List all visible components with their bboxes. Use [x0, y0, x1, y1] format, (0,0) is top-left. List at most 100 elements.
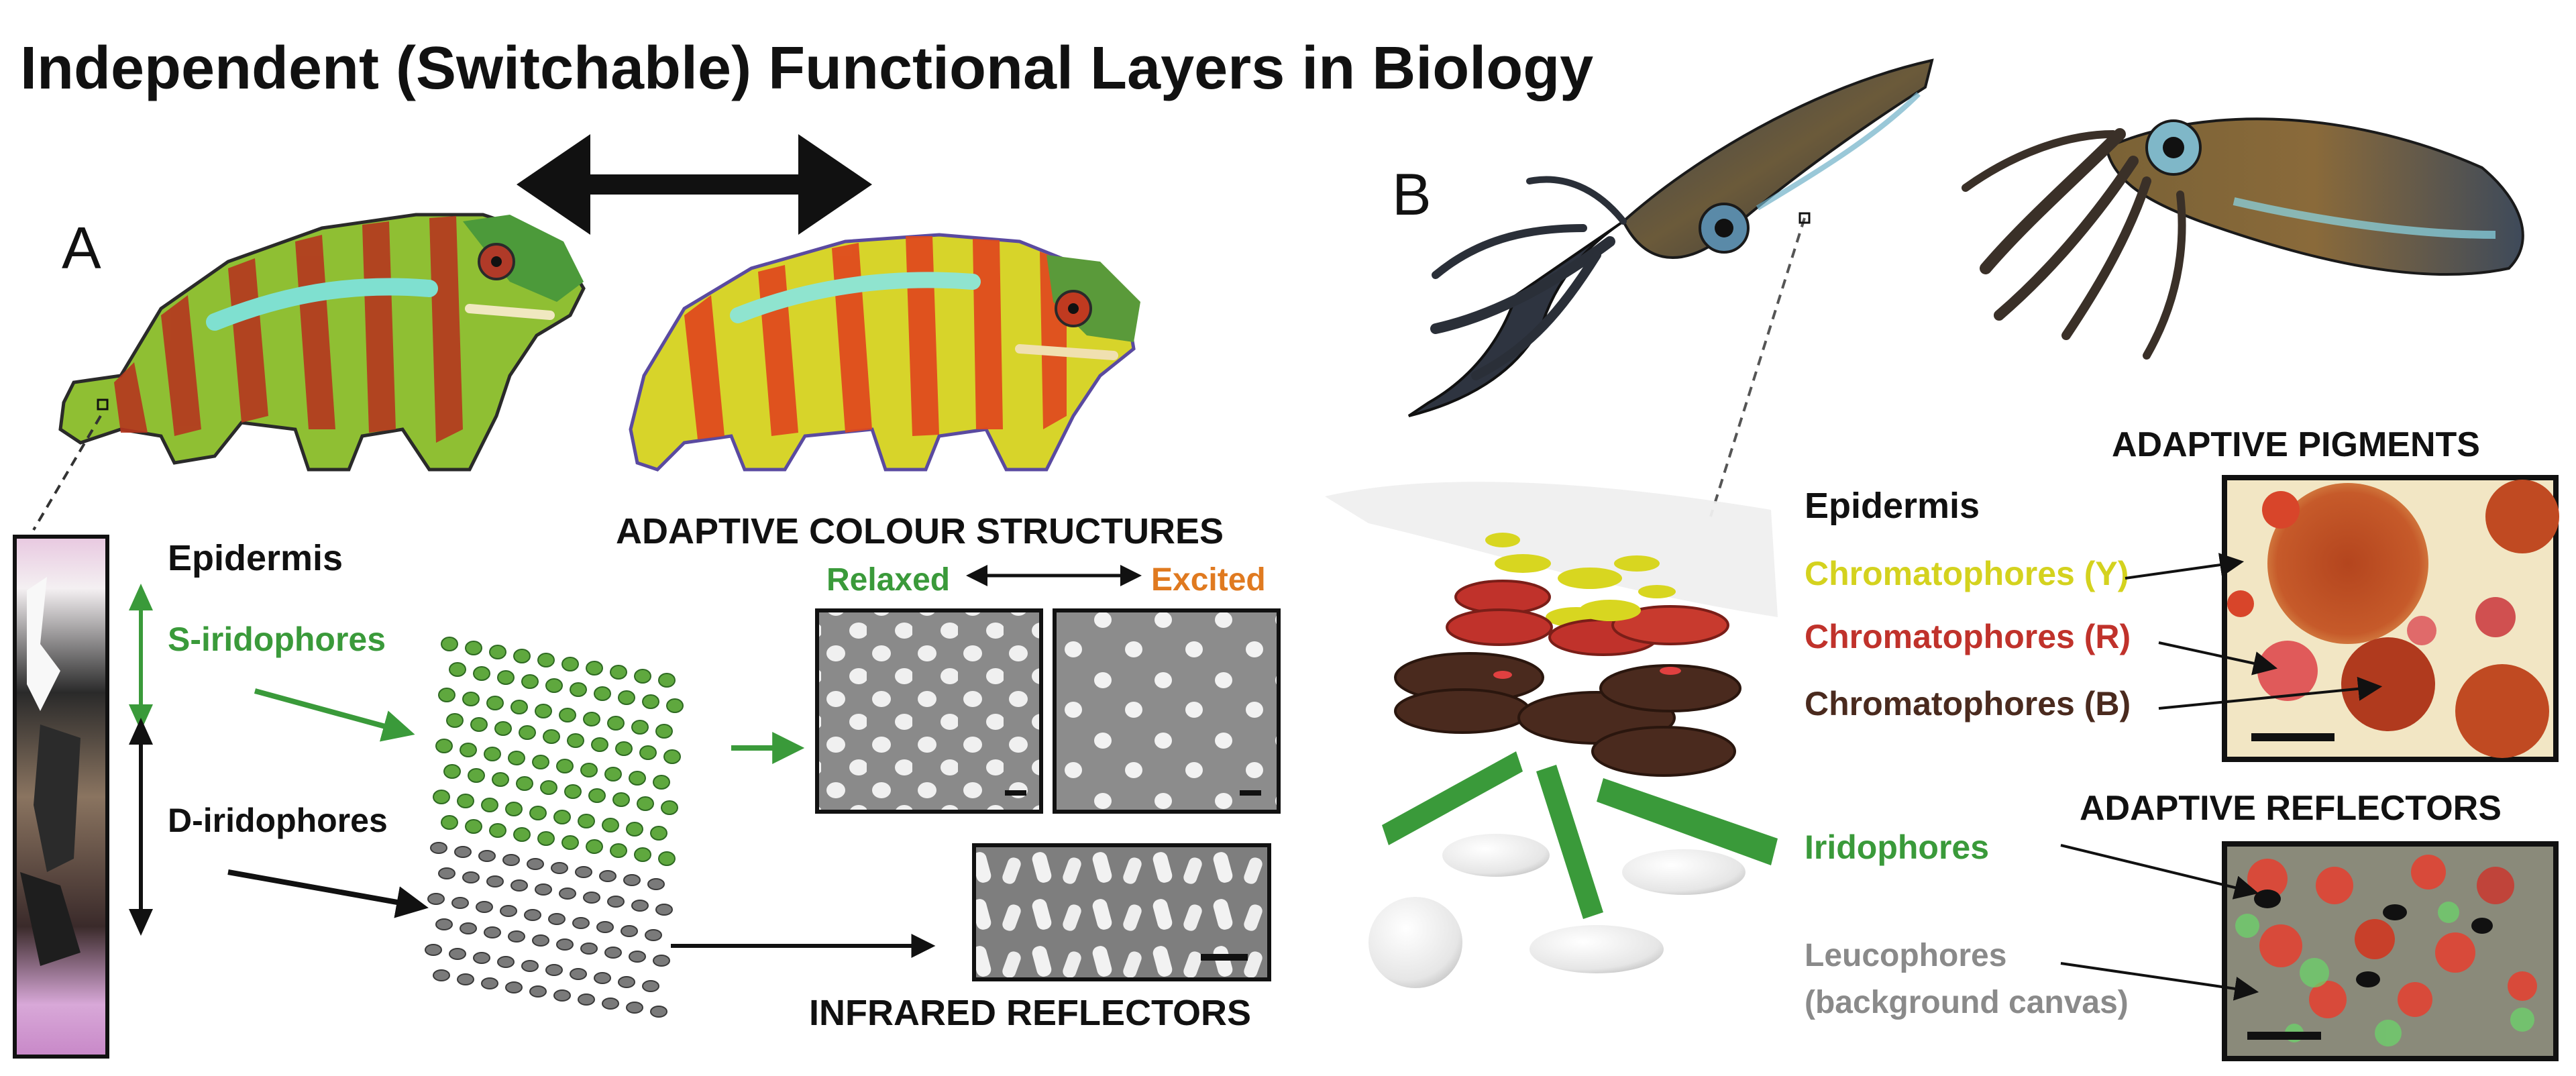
pointer-leucophores [2060, 962, 2259, 1001]
guanine-crystal-large [484, 747, 501, 761]
guanine-crystal-large [489, 645, 506, 659]
guanine-crystal-large [618, 690, 635, 705]
guanine-crystal-large [556, 759, 574, 773]
guanine-crystal-small [454, 846, 472, 858]
sem-excited-image [1053, 608, 1281, 814]
guanine-crystal-small [621, 925, 638, 937]
chromatophores-y-label: Chromatophores (Y) [1805, 555, 2129, 592]
guanine-crystal-large [508, 751, 525, 765]
guanine-crystal-small [502, 854, 520, 866]
zoom-marker-b [1799, 212, 1811, 224]
guanine-crystal-small [642, 980, 659, 992]
scale-bar-ir [1201, 954, 1248, 961]
guanine-crystal-large [583, 712, 600, 727]
guanine-crystal-small [535, 883, 552, 896]
guanine-crystal-small [647, 878, 665, 890]
guanine-crystal-large [570, 682, 587, 697]
guanine-crystal-large [462, 692, 480, 706]
guanine-crystal-small [462, 871, 480, 883]
guanine-crystal-small [653, 955, 670, 967]
guanine-crystal-small [553, 989, 571, 1002]
guanine-crystal-small [629, 951, 646, 963]
pointer-chromatophores-r [2158, 641, 2278, 676]
iridophore-crystal-lattice [425, 637, 684, 1018]
guanine-crystal-small [521, 960, 539, 972]
guanine-crystal-small [551, 862, 568, 874]
guanine-crystal-large [441, 637, 458, 651]
guanine-crystal-large [588, 788, 606, 803]
guanine-crystal-large [594, 686, 611, 701]
guanine-crystal-small [626, 1002, 643, 1014]
guanine-crystal-large [604, 767, 622, 782]
guanine-crystal-small [457, 973, 474, 985]
guanine-crystal-small [481, 977, 498, 989]
skin-histology-strip [13, 535, 109, 1059]
guanine-crystal-large [663, 749, 681, 764]
figure-title: Independent (Switchable) Functional Laye… [20, 35, 1593, 102]
guanine-crystal-large [607, 716, 625, 731]
guanine-crystal-large [650, 826, 667, 841]
guanine-crystal-small [556, 938, 574, 951]
guanine-crystal-large [537, 831, 555, 846]
panel-b-letter: B [1392, 161, 1432, 227]
guanine-crystal-small [594, 972, 611, 984]
scale-bar-excited [1240, 790, 1261, 796]
infrared-reflectors-heading: INFRARED REFLECTORS [809, 993, 1251, 1033]
epidermis-label-a: Epidermis [168, 538, 343, 578]
guanine-crystal-large [513, 827, 531, 842]
guanine-crystal-large [666, 698, 684, 713]
guanine-crystal-large [457, 794, 474, 808]
guanine-crystal-large [465, 641, 482, 655]
guanine-crystal-large [602, 818, 619, 832]
guanine-crystal-large [658, 673, 676, 688]
guanine-crystal-small [425, 944, 442, 956]
adaptive-reflectors-heading: ADAPTIVE REFLECTORS [2080, 789, 2502, 828]
guanine-crystal-small [527, 858, 544, 870]
guanine-crystal-large [433, 790, 450, 804]
guanine-crystal-large [443, 764, 461, 779]
guanine-crystal-small [484, 926, 501, 938]
guanine-crystal-large [435, 739, 453, 753]
guanine-crystal-large [486, 696, 504, 710]
guanine-crystal-large [578, 814, 595, 828]
guanine-crystal-large [553, 810, 571, 824]
guanine-crystal-large [561, 657, 579, 671]
epidermis-label-b: Epidermis [1805, 486, 1980, 526]
guanine-crystal-large [634, 847, 651, 862]
guanine-crystal-small [559, 887, 576, 900]
adaptive-reflectors-micrograph [2222, 841, 2559, 1061]
guanine-crystal-small [631, 900, 649, 912]
guanine-crystal-small [623, 874, 641, 886]
guanine-crystal-small [451, 897, 469, 909]
pointer-chromatophores-y [2125, 553, 2245, 580]
guanine-crystal-large [494, 721, 512, 736]
leucophores-label: Leucophores [1805, 938, 2006, 973]
scale-bar-relaxed [1005, 790, 1026, 796]
s-iridophores-label: S-iridophores [168, 621, 386, 658]
guanine-crystal-large [460, 743, 477, 757]
guanine-crystal-small [604, 947, 622, 959]
cephalopod-skin-layers [1325, 482, 1778, 988]
panel-a-letter: A [62, 215, 101, 281]
guanine-crystal-large [561, 835, 579, 850]
guanine-crystal-small [449, 948, 466, 960]
guanine-crystal-large [521, 674, 539, 689]
guanine-crystal-large [610, 665, 627, 680]
guanine-crystal-large [653, 775, 670, 790]
guanine-crystal-large [637, 796, 654, 811]
guanine-crystal-small [650, 1006, 667, 1018]
adaptive-pigments-heading: ADAPTIVE PIGMENTS [2112, 425, 2480, 464]
guanine-crystal-small [529, 985, 547, 998]
guanine-crystal-large [567, 733, 584, 748]
relaxed-label: Relaxed [826, 562, 950, 598]
adaptive-colour-structures-heading: ADAPTIVE COLOUR STRUCTURES [616, 511, 1224, 551]
guanine-crystal-large [473, 666, 490, 681]
guanine-crystal-large [634, 669, 651, 684]
guanine-crystal-small [433, 969, 450, 981]
guanine-crystal-large [586, 661, 603, 676]
iridophores-label: Iridophores [1805, 828, 1989, 866]
guanine-crystal-large [438, 688, 455, 702]
guanine-crystal-small [602, 998, 619, 1010]
guanine-crystal-small [473, 952, 490, 964]
